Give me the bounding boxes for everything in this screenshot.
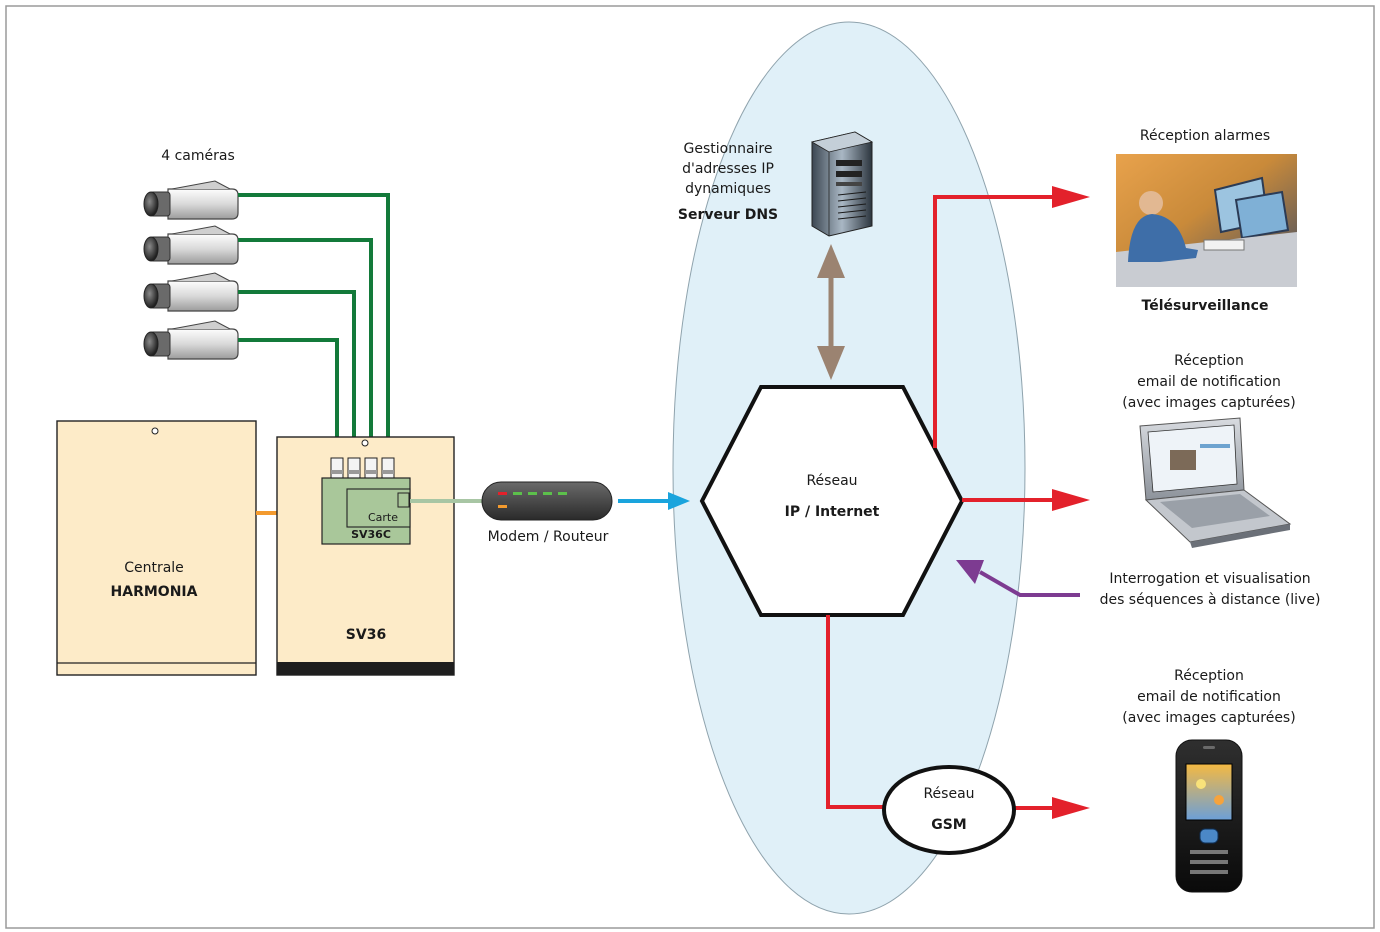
connector-2-icon (347, 457, 361, 479)
central-screw-icon (151, 427, 159, 435)
gsm-name: GSM (931, 817, 967, 833)
bnc-connectors (330, 457, 395, 479)
modem-label: Modem / Routeur (488, 529, 609, 545)
dns-internet-double-arrow (817, 244, 845, 380)
gsm-label: Réseau (923, 786, 974, 802)
phone-line3: (avec images capturées) (1122, 710, 1295, 726)
remote-line2: des séquences à distance (live) (1100, 592, 1321, 608)
laptop-line3: (avec images capturées) (1122, 395, 1295, 411)
dns-line3: dynamiques (685, 181, 771, 197)
sv36-screw-icon (361, 439, 369, 447)
central-label: Centrale (124, 560, 184, 576)
sv36-label: SV36 (346, 627, 386, 643)
board-label: Carte (368, 511, 398, 524)
camera-3-icon (143, 272, 239, 312)
modem-to-internet-arrow (618, 492, 690, 510)
camera-cable-4 (238, 338, 339, 460)
connector-3-icon (364, 457, 378, 479)
camera-cable-2 (238, 238, 373, 460)
operator-photo-icon (1116, 154, 1297, 287)
mobile-phone-icon (1175, 739, 1243, 893)
telesurveillance-name: Télésurveillance (1142, 298, 1269, 314)
internet-to-laptop-link (962, 489, 1090, 511)
camera-cable-3 (238, 290, 356, 460)
cameras-label: 4 caméras (161, 148, 235, 164)
camera-cables (238, 193, 390, 460)
dns-line1: Gestionnaire (684, 141, 773, 157)
gsm-to-phone-link (1015, 797, 1090, 819)
camera-cable-1 (238, 193, 390, 460)
dns-line2: d'adresses IP (682, 161, 774, 177)
network-name: IP / Internet (785, 504, 880, 520)
network-label: Réseau (806, 473, 857, 489)
board-sv36c: Carte SV36C (321, 477, 411, 545)
internet-to-telesurveillance-link (933, 186, 1090, 448)
dns-name: Serveur DNS (678, 207, 778, 223)
laptop-icon (1139, 417, 1292, 548)
gsm-network-ellipse: Réseau GSM (882, 765, 1016, 855)
connector-4-icon (381, 457, 395, 479)
board-name: SV36C (351, 528, 391, 541)
remote-access-arrow (956, 560, 1080, 597)
outer-frame (5, 5, 1375, 929)
camera-4-icon (143, 320, 239, 360)
camera-1-icon (143, 180, 239, 220)
laptop-line2: email de notification (1137, 374, 1281, 390)
camera-2-icon (143, 225, 239, 265)
modem-router-icon (481, 481, 613, 521)
server-tower-icon (810, 131, 874, 237)
remote-line1: Interrogation et visualisation (1109, 571, 1310, 587)
internet-to-gsm-link (826, 615, 886, 809)
internet-hexagon: Réseau IP / Internet (699, 385, 965, 617)
laptop-line1: Réception (1174, 353, 1244, 369)
phone-line1: Réception (1174, 668, 1244, 684)
central-harmonia-box: Centrale HARMONIA (56, 420, 257, 676)
phone-line2: email de notification (1137, 689, 1281, 705)
telesurveillance-caption: Réception alarmes (1140, 128, 1270, 144)
central-name: HARMONIA (111, 584, 198, 600)
connector-1-icon (330, 457, 344, 479)
